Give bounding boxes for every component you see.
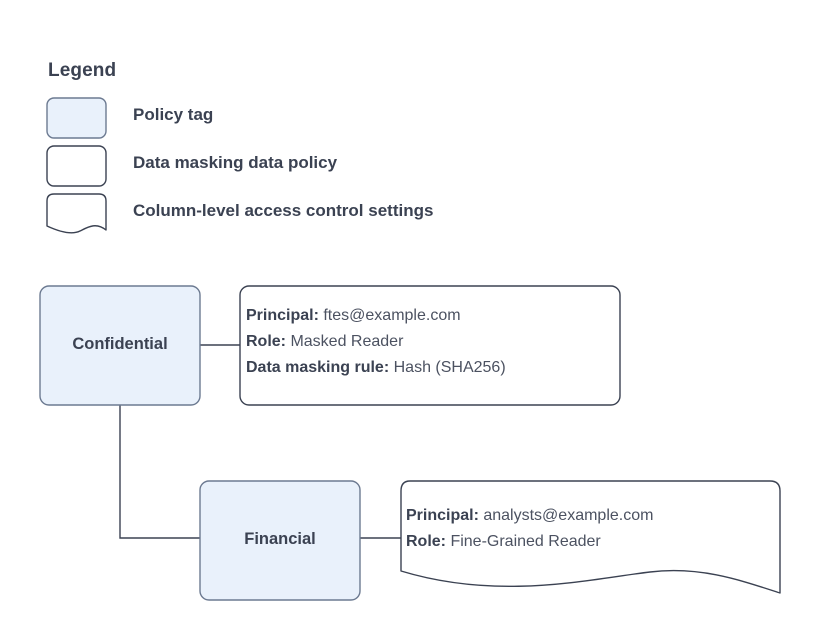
- detail-value: Fine-Grained Reader: [450, 533, 601, 550]
- detail-key: Principal:: [406, 507, 479, 524]
- access-settings-swatch-icon: [46, 193, 107, 234]
- detail-row: Principal: ftes@example.com: [246, 303, 506, 329]
- node-confidential[interactable]: [39, 285, 201, 406]
- detail-value: Masked Reader: [290, 333, 404, 350]
- legend-item-access-settings-label: Column-level access control settings: [133, 201, 434, 220]
- details-financial-text: Principal: analysts@example.com Role: Fi…: [406, 503, 653, 555]
- detail-row: Principal: analysts@example.com: [406, 503, 653, 529]
- node-financial[interactable]: [199, 480, 361, 601]
- detail-key: Principal:: [246, 307, 319, 324]
- edge-confidential-to-financial: [119, 405, 200, 539]
- details-financial-box[interactable]: [400, 480, 781, 594]
- legend-item-data-policy-label: Data masking data policy: [133, 153, 338, 172]
- detail-value: ftes@example.com: [323, 307, 461, 324]
- detail-key: Role:: [406, 533, 446, 550]
- node-financial-label: Financial: [244, 530, 316, 548]
- legend-title: Legend: [48, 60, 117, 81]
- detail-value: analysts@example.com: [483, 507, 654, 524]
- detail-row: Role: Masked Reader: [246, 329, 506, 355]
- details-confidential-box[interactable]: [239, 285, 621, 406]
- legend-item-policy-tag-label: Policy tag: [133, 105, 214, 124]
- node-confidential-label: Confidential: [72, 335, 168, 353]
- detail-key: Role:: [246, 333, 286, 350]
- detail-value: Hash (SHA256): [393, 359, 506, 376]
- policy-tag-swatch-icon: [46, 97, 107, 139]
- detail-row: Data masking rule: Hash (SHA256): [246, 355, 506, 381]
- detail-key: Data masking rule:: [246, 359, 390, 376]
- data-policy-swatch-icon: [46, 145, 107, 187]
- details-confidential-text: Principal: ftes@example.com Role: Masked…: [246, 303, 506, 381]
- detail-row: Role: Fine-Grained Reader: [406, 529, 653, 555]
